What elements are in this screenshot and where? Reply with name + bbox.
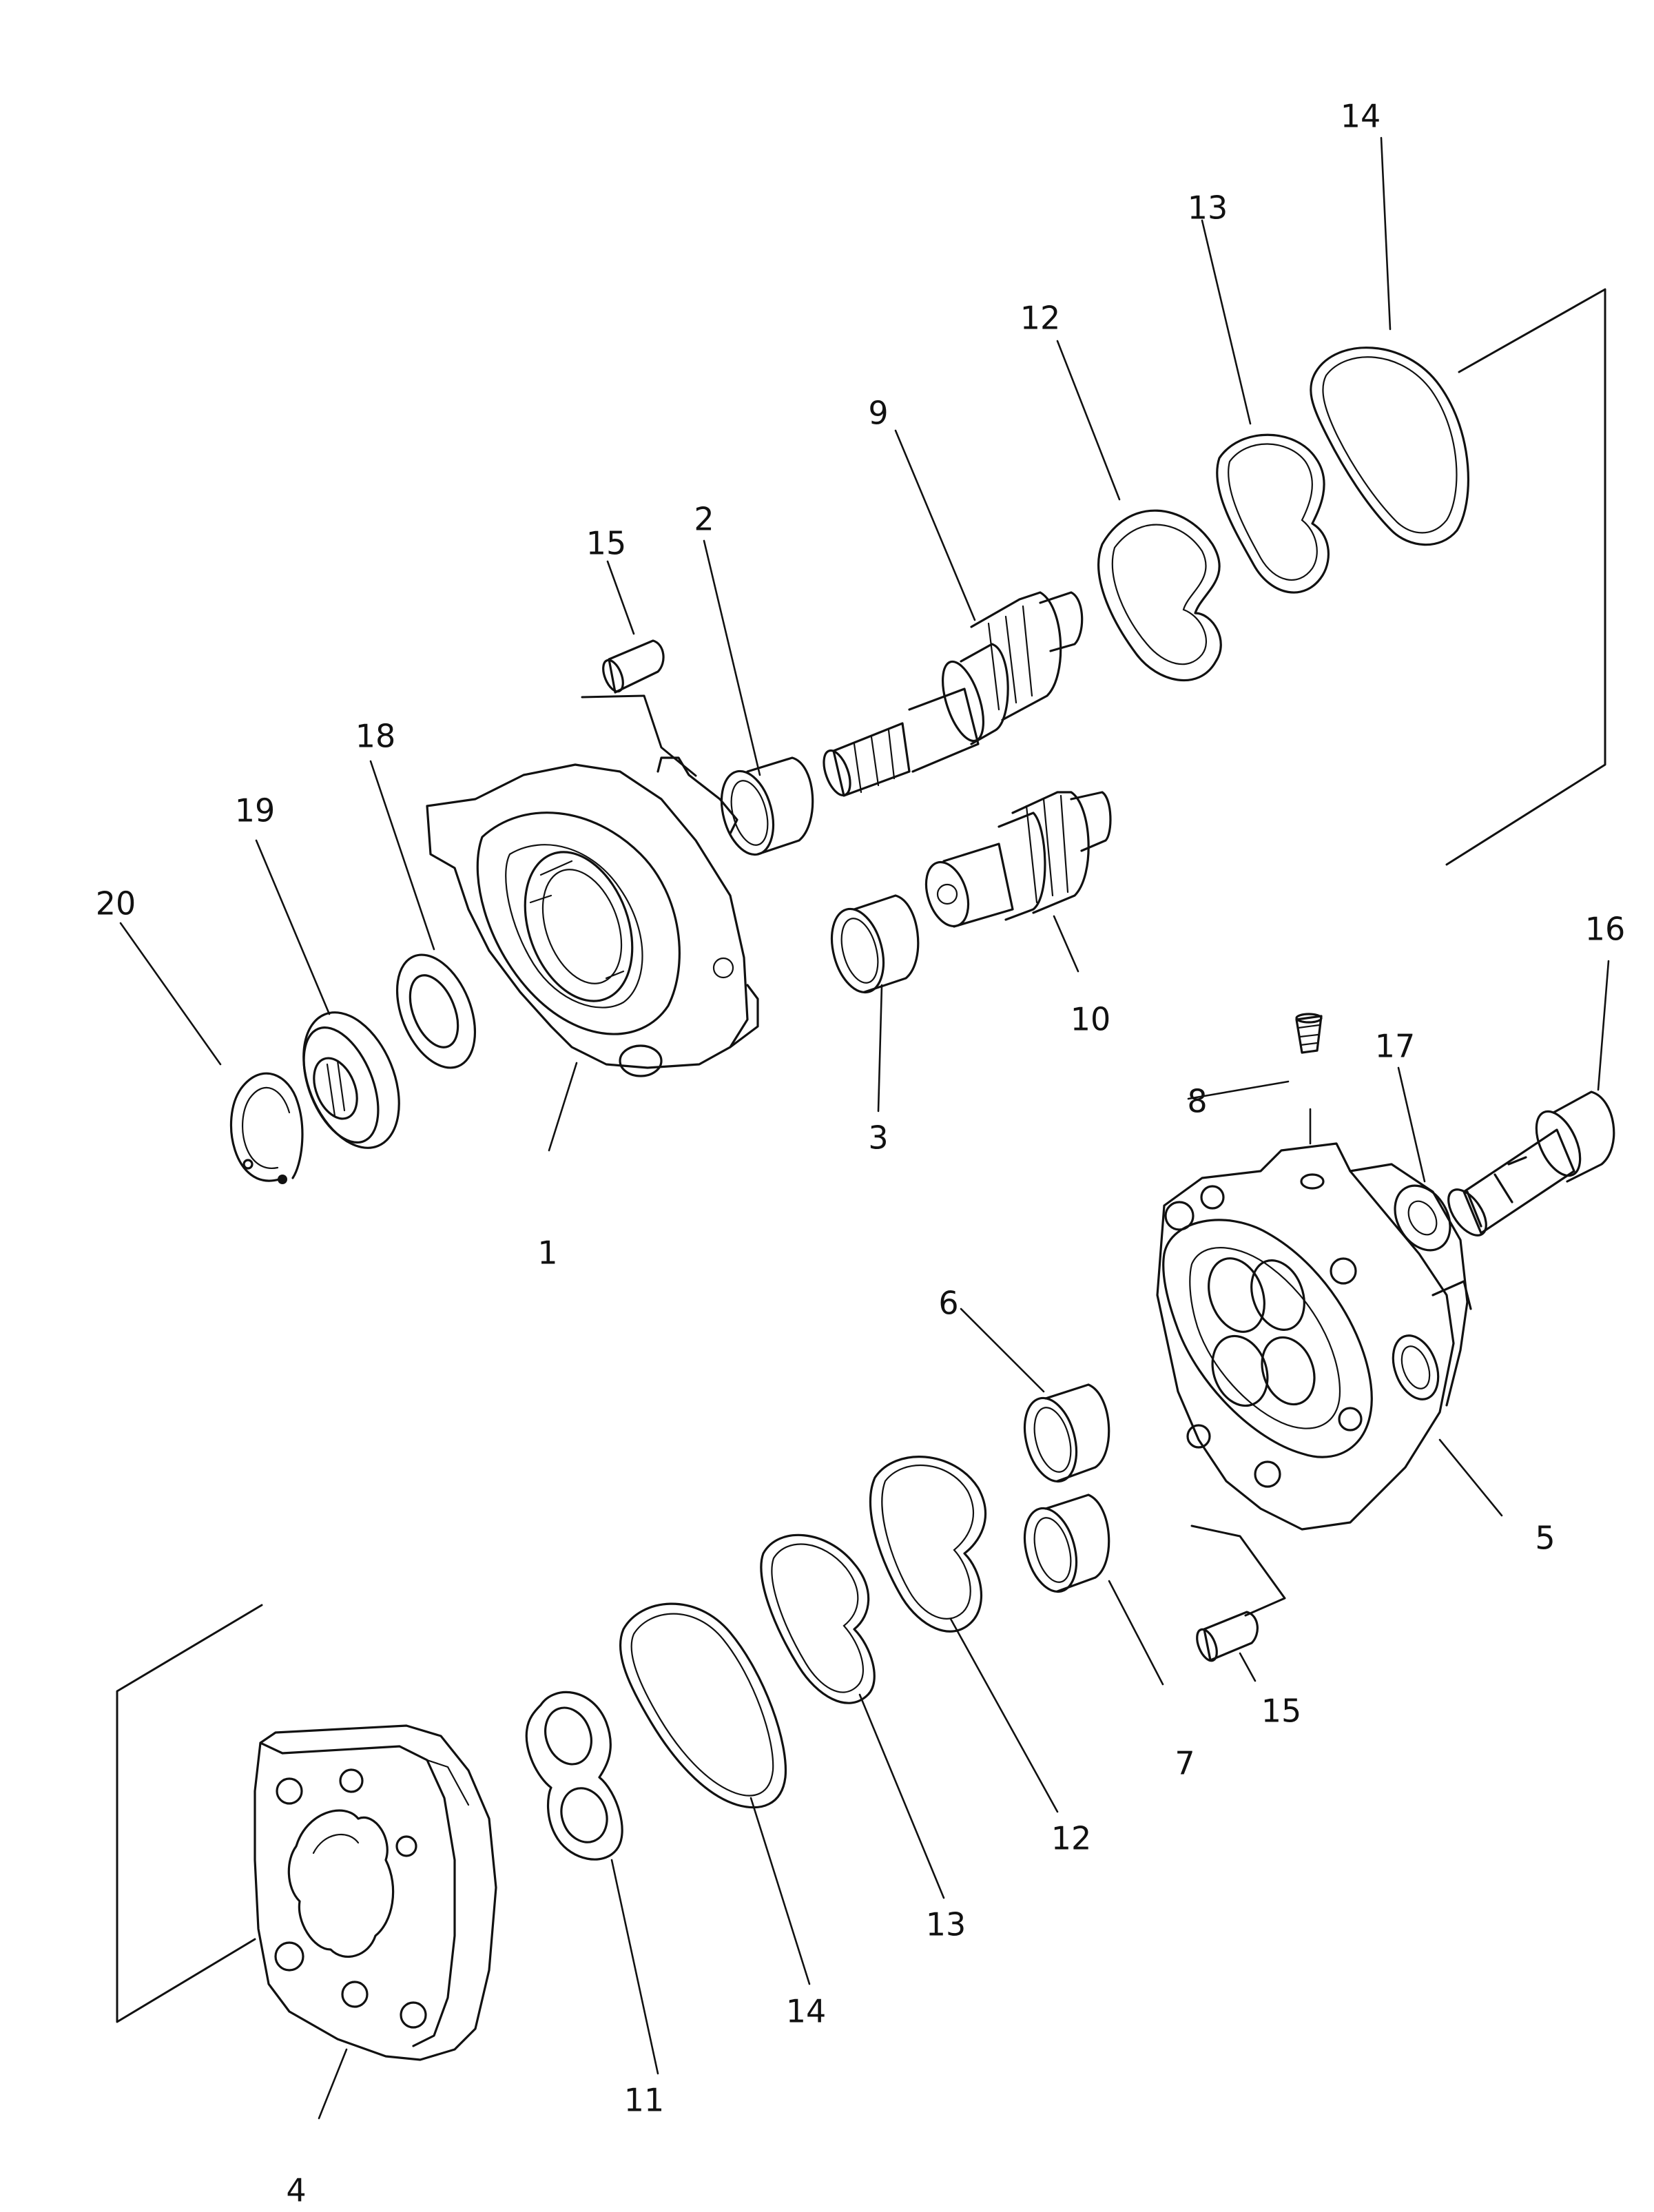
part-16-bolt <box>1447 1091 1615 1237</box>
part-2-bushing <box>720 756 814 856</box>
part-12-seal-ring-lower <box>869 1456 987 1633</box>
assembly-frame-lines <box>116 288 1606 2023</box>
part-9-drive-gear-shaft <box>823 591 1084 797</box>
callout-2: 2 <box>694 501 714 538</box>
callout-labels: 1 2 3 4 5 6 7 8 9 10 11 12 12 13 13 14 1… <box>96 98 1626 2209</box>
part-14-seal-ring-upper <box>1310 347 1469 546</box>
callout-20: 20 <box>96 885 136 922</box>
part-12-seal-ring-upper <box>1097 509 1222 682</box>
callout-6: 6 <box>938 1285 958 1322</box>
part-6-bushing <box>1023 1383 1110 1483</box>
part-7-bushing <box>1023 1493 1110 1593</box>
callout-16: 16 <box>1585 911 1626 948</box>
part-13-seal-ring-lower <box>760 1533 876 1704</box>
part-14-seal-ring-lower <box>619 1602 787 1809</box>
callout-7: 7 <box>1175 1745 1195 1782</box>
part-20-snap-ring <box>229 1072 304 1184</box>
part-1-front-cover <box>426 756 759 1077</box>
part-3-bushing <box>830 894 920 994</box>
part-15-dowel-pin-lower <box>1196 1611 1259 1662</box>
part-13-seal-ring-upper <box>1216 433 1330 594</box>
callout-5: 5 <box>1535 1520 1555 1557</box>
part-17-washer <box>1394 1184 1451 1252</box>
callout-9: 9 <box>868 395 888 432</box>
callout-13-lower: 13 <box>926 1906 966 1943</box>
callout-12-upper: 12 <box>1020 300 1061 337</box>
part-10-driven-gear <box>924 791 1112 928</box>
callout-14-upper: 14 <box>1341 98 1381 135</box>
callout-10: 10 <box>1071 1001 1111 1038</box>
callout-15-upper: 15 <box>586 525 627 562</box>
leader-lines <box>119 136 1610 2120</box>
part-5-rear-cover <box>1156 1142 1472 1531</box>
callout-11: 11 <box>624 2082 665 2119</box>
callout-19: 19 <box>235 792 276 829</box>
part-19-oil-seal <box>302 1011 400 1149</box>
part-15-dowel-pin-upper <box>602 639 665 694</box>
part-8-plug <box>1295 1013 1323 1054</box>
callout-18: 18 <box>355 718 396 755</box>
part-4-mounting-plate <box>254 1724 497 2061</box>
part-18-washer <box>395 953 477 1069</box>
callout-1: 1 <box>537 1234 557 1272</box>
part-11-gasket-plate <box>525 1691 623 1861</box>
callout-4: 4 <box>286 2172 306 2209</box>
callout-14-lower: 14 <box>786 1993 827 2030</box>
callout-12-lower: 12 <box>1051 1820 1092 1857</box>
callout-8: 8 <box>1187 1083 1207 1120</box>
callout-17: 17 <box>1375 1028 1416 1065</box>
callout-3: 3 <box>868 1119 888 1157</box>
callout-15-lower: 15 <box>1261 1693 1302 1730</box>
callout-13-upper: 13 <box>1188 189 1228 227</box>
